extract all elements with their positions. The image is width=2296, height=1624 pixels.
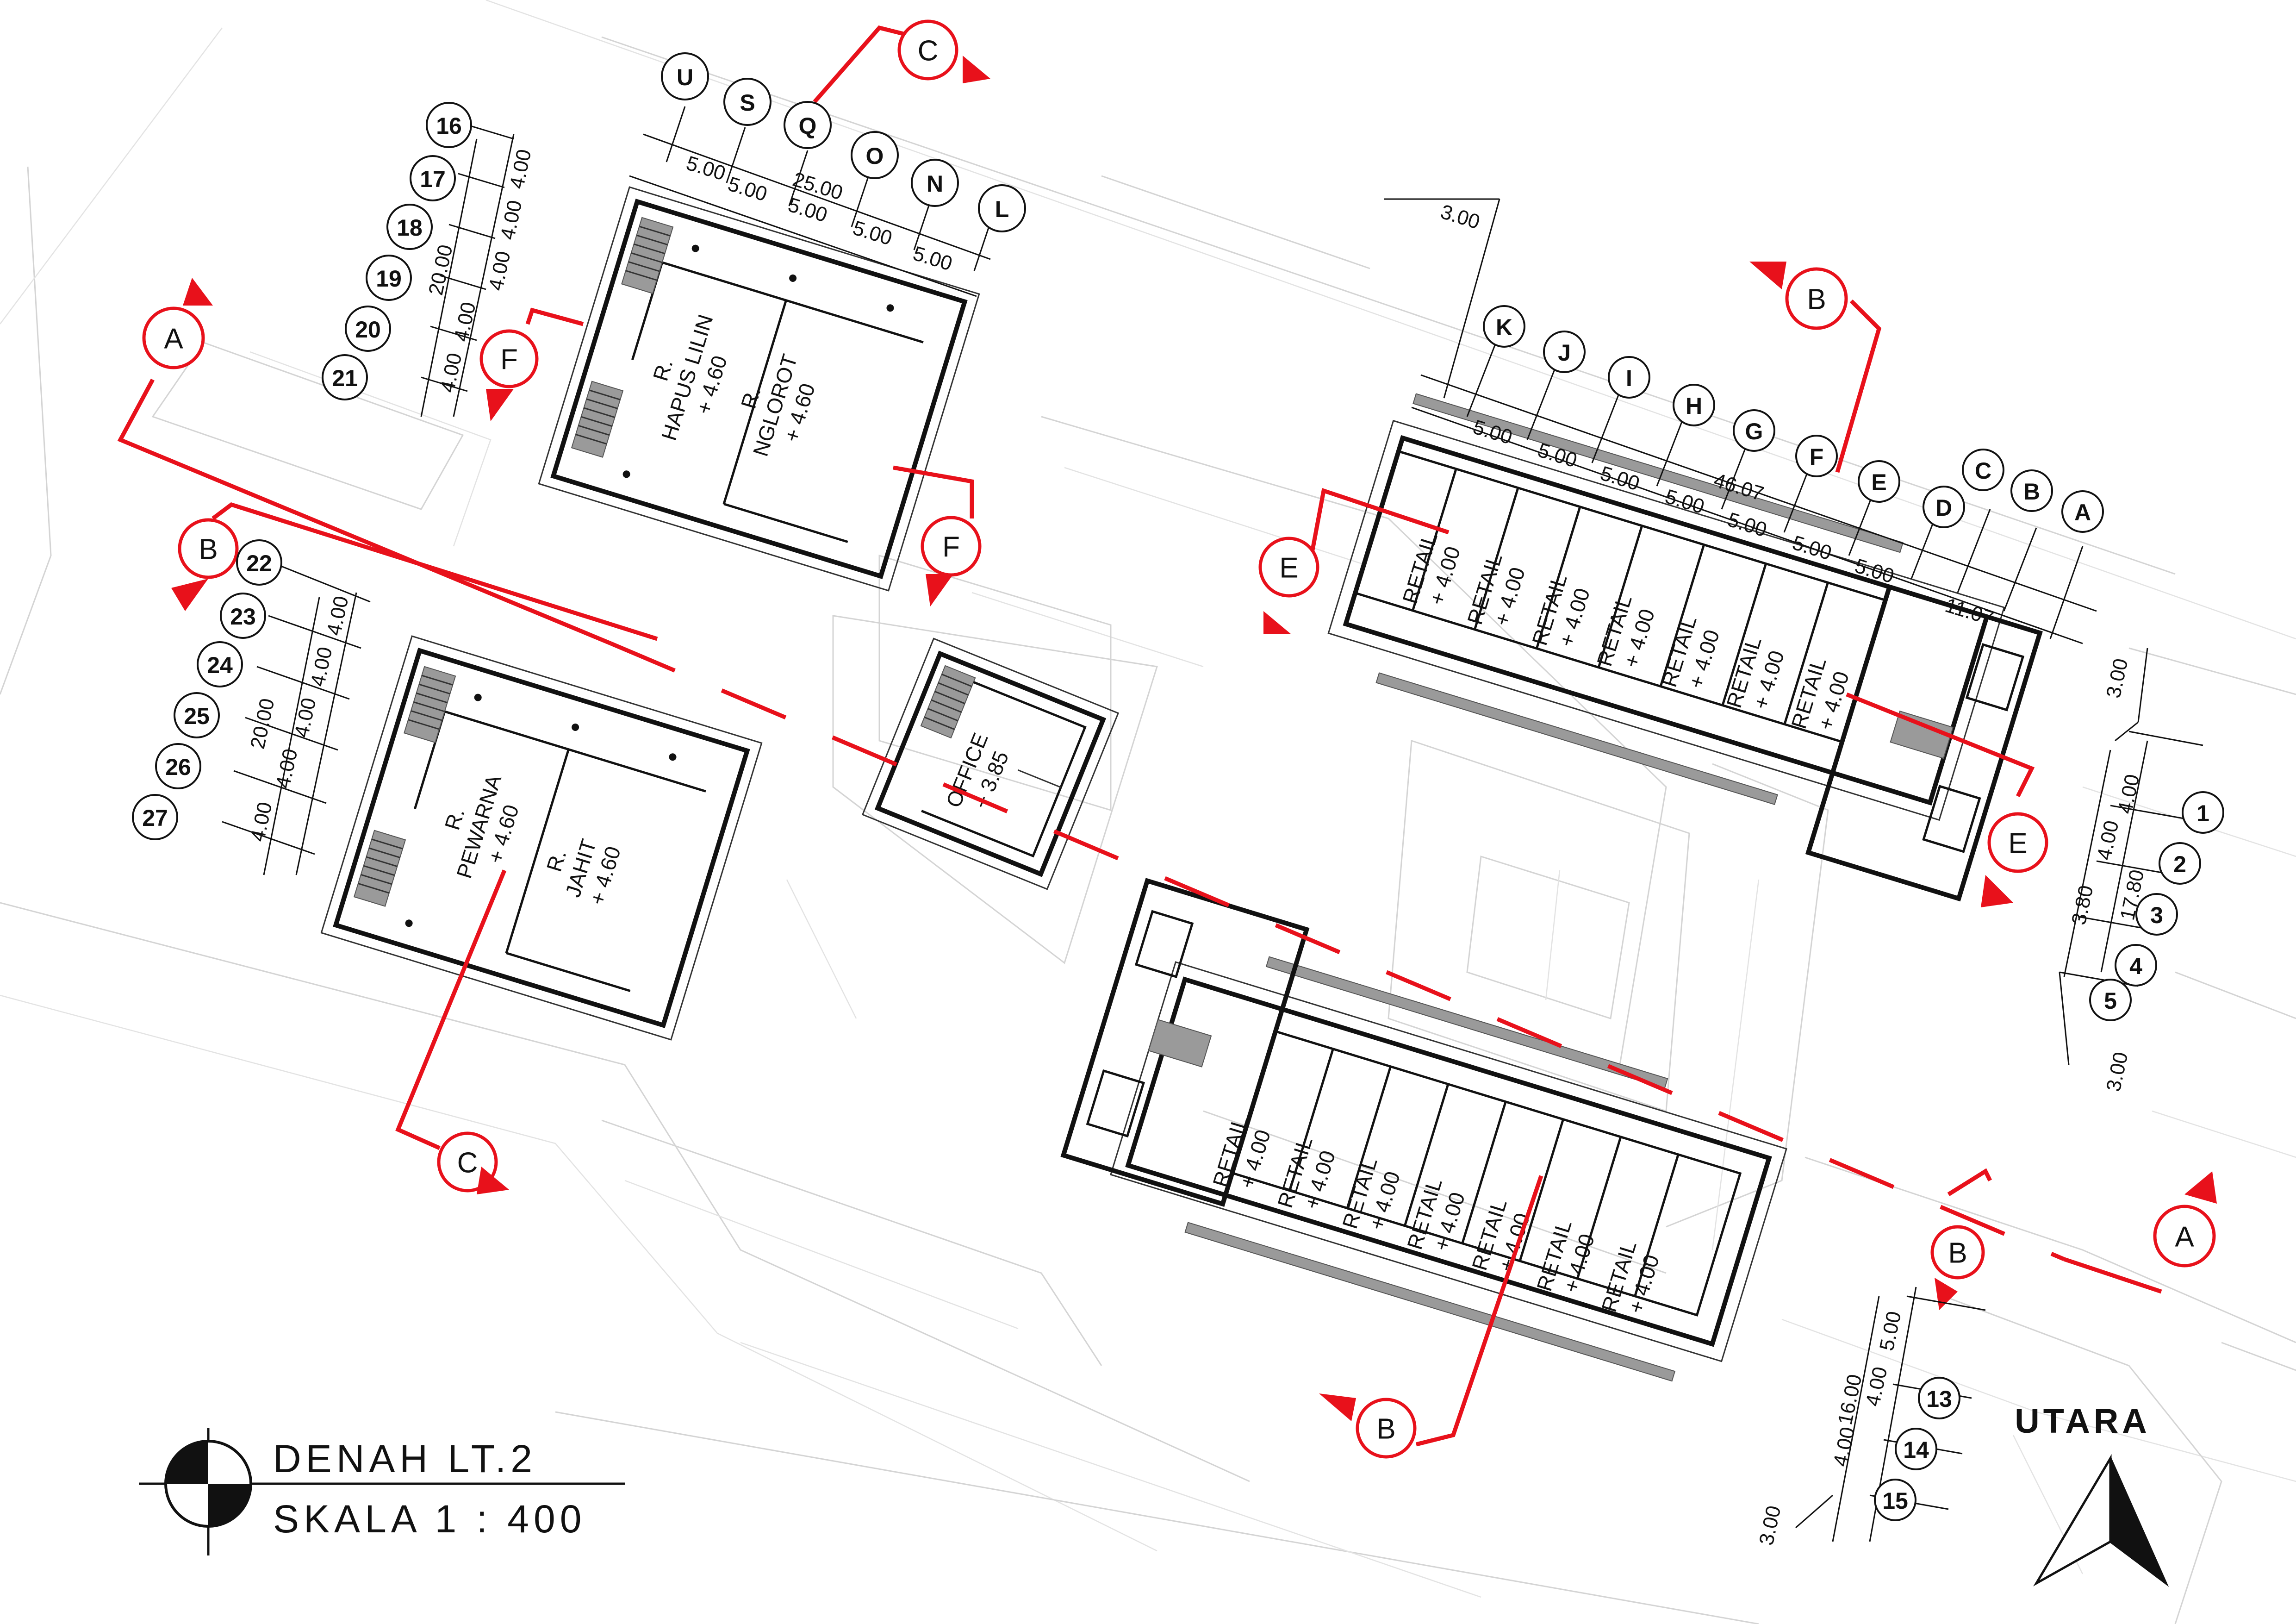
section-marker-b-west: B	[171, 518, 239, 611]
svg-text:22: 22	[246, 550, 272, 576]
svg-text:B: B	[1807, 284, 1826, 316]
svg-text:1: 1	[2196, 800, 2209, 826]
section-marker-a-west: A	[142, 278, 213, 369]
room-label-pewarna: R. PEWARNA + 4.60	[440, 772, 524, 881]
section-marker-e-east: E	[1981, 812, 2048, 907]
svg-text:U: U	[677, 64, 693, 90]
svg-text:15: 15	[1882, 1488, 1908, 1514]
svg-text:A: A	[2074, 500, 2091, 525]
svg-text:13: 13	[1926, 1386, 1952, 1412]
svg-text:14: 14	[1903, 1437, 1929, 1463]
section-marker-c-south: C	[437, 1131, 509, 1194]
svg-text:F: F	[942, 531, 960, 563]
section-cut-lines	[117, 25, 2162, 1447]
retail-label: RETAIL+ 4.00	[1398, 530, 1465, 608]
section-marker-b-north: B	[1749, 262, 1848, 330]
section-marker-a-east: A	[2153, 1171, 2217, 1268]
svg-text:H: H	[1686, 393, 1702, 419]
svg-text:N: N	[927, 171, 943, 197]
svg-text:5: 5	[2104, 988, 2117, 1014]
svg-text:27: 27	[142, 805, 168, 831]
svg-text:19: 19	[376, 266, 402, 292]
svg-text:2: 2	[2173, 851, 2186, 877]
svg-text:16: 16	[436, 113, 462, 139]
svg-text:F: F	[1810, 444, 1824, 470]
svg-text:23: 23	[230, 604, 256, 630]
svg-text:18: 18	[397, 215, 423, 241]
svg-text:3: 3	[2150, 902, 2163, 928]
svg-text:G: G	[1745, 418, 1763, 444]
svg-text:B: B	[1376, 1413, 1395, 1445]
north-label: UTARA	[2015, 1402, 2150, 1440]
svg-text:B: B	[2023, 479, 2040, 505]
svg-text:B: B	[1948, 1237, 1967, 1269]
svg-text:F: F	[500, 344, 518, 376]
svg-text:E: E	[1871, 469, 1886, 495]
svg-text:20: 20	[355, 317, 381, 343]
section-marker-b-south: B	[1319, 1393, 1417, 1459]
svg-text:C: C	[457, 1147, 478, 1179]
building-office	[861, 637, 1120, 890]
grid-east-rows: 3.00 4.00 4.00 3.80 17.80 3.00 1 2 3 4 5	[2059, 648, 2224, 1093]
svg-text:O: O	[866, 143, 884, 169]
svg-text:26: 26	[165, 754, 191, 780]
north-arrow: UTARA	[2015, 1402, 2169, 1587]
svg-text:A: A	[2175, 1221, 2194, 1253]
building-nw	[538, 186, 980, 592]
building-retail-south	[1060, 878, 1787, 1382]
title-block: DENAH LT.2 SKALA 1 : 400	[139, 1428, 625, 1555]
svg-text:C: C	[918, 35, 939, 67]
section-marker-f-center: F	[921, 516, 982, 606]
grid-se: 5.00 4.00 4.00 16.00 3.00 13 14 15	[1755, 1287, 1986, 1547]
building-sw	[320, 635, 763, 1041]
svg-text:K: K	[1496, 314, 1512, 340]
section-marker-f-northwest: F	[479, 329, 539, 421]
svg-text:D: D	[1935, 495, 1952, 521]
drawing-scale: SKALA 1 : 400	[273, 1497, 586, 1541]
svg-text:24: 24	[207, 652, 233, 678]
svg-text:S: S	[740, 90, 755, 116]
svg-text:A: A	[164, 323, 183, 355]
room-label-office: OFFICE + 3.85	[941, 730, 1014, 812]
svg-text:E: E	[1279, 552, 1298, 584]
building-retail-east	[1327, 393, 2043, 902]
svg-text:I: I	[1626, 365, 1632, 391]
svg-text:E: E	[2008, 828, 2027, 860]
svg-text:4: 4	[2129, 953, 2142, 979]
section-marker-e-west: E	[1258, 537, 1319, 634]
drawing-title: DENAH LT.2	[273, 1437, 537, 1480]
svg-text:C: C	[1975, 458, 1991, 484]
svg-text:25: 25	[184, 703, 210, 729]
section-marker-c-north: C	[897, 19, 990, 83]
svg-text:B: B	[199, 534, 218, 566]
svg-text:Q: Q	[799, 113, 817, 139]
svg-text:17: 17	[420, 166, 446, 192]
svg-text:21: 21	[332, 365, 358, 391]
svg-text:L: L	[995, 196, 1009, 222]
svg-text:J: J	[1558, 340, 1571, 366]
